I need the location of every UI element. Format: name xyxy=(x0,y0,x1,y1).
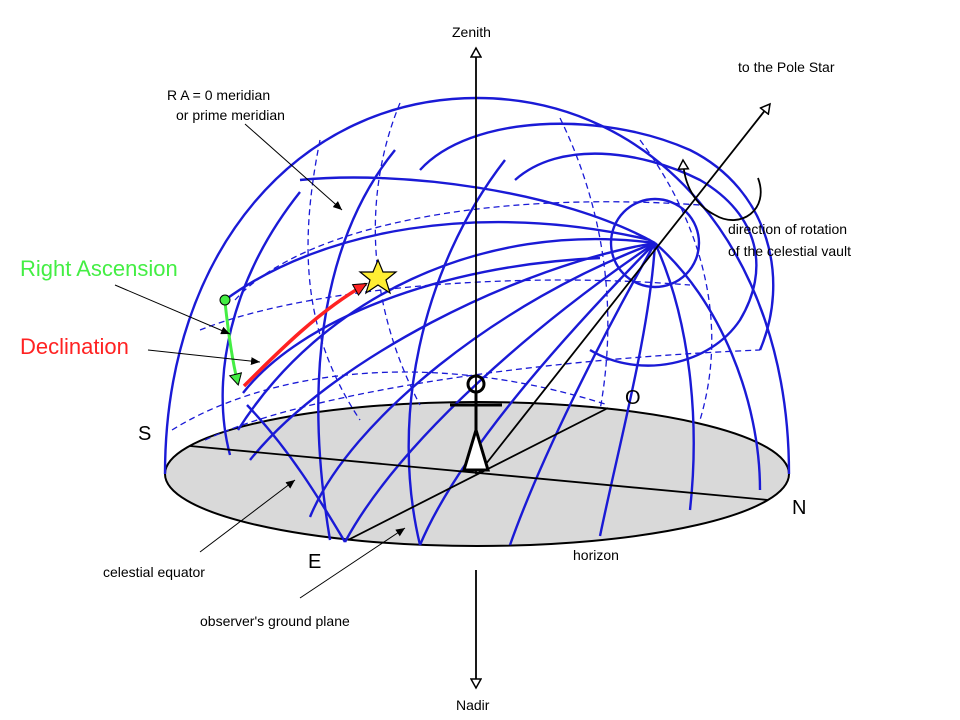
celestial-equator-label: celestial equator xyxy=(103,564,205,580)
west-label: O xyxy=(625,387,641,409)
star-icon xyxy=(358,258,398,295)
ra-meridian-label-line1: R A = 0 meridian xyxy=(167,87,270,103)
east-label: E xyxy=(308,551,321,573)
leader-lines xyxy=(114,123,406,599)
ground-plane-label: observer's ground plane xyxy=(200,613,350,629)
declination-arc xyxy=(242,282,368,388)
polar-axis xyxy=(477,104,770,475)
ra-origin-marker xyxy=(219,294,231,306)
ra-meridian-label-line2: or prime meridian xyxy=(176,107,285,123)
north-label: N xyxy=(792,497,806,519)
dashed-grid-lines xyxy=(171,102,761,441)
rotation-label-line2: of the celestial vault xyxy=(728,243,851,259)
right-ascension-label: Right Ascension xyxy=(20,256,178,281)
nadir-label: Nadir xyxy=(456,697,490,713)
rotation-arrow xyxy=(683,160,762,221)
solid-grid-lines xyxy=(221,122,775,546)
south-label: S xyxy=(138,423,151,445)
declination-label: Declination xyxy=(20,334,129,359)
horizon-label: horizon xyxy=(573,547,619,563)
pole-star-label: to the Pole Star xyxy=(738,59,835,75)
zenith-label: Zenith xyxy=(452,24,491,40)
rotation-label-line1: direction of rotation xyxy=(728,221,847,237)
hemisphere-outline xyxy=(163,96,791,475)
right-ascension-arc xyxy=(223,301,243,386)
observer-figure-icon xyxy=(450,374,502,472)
